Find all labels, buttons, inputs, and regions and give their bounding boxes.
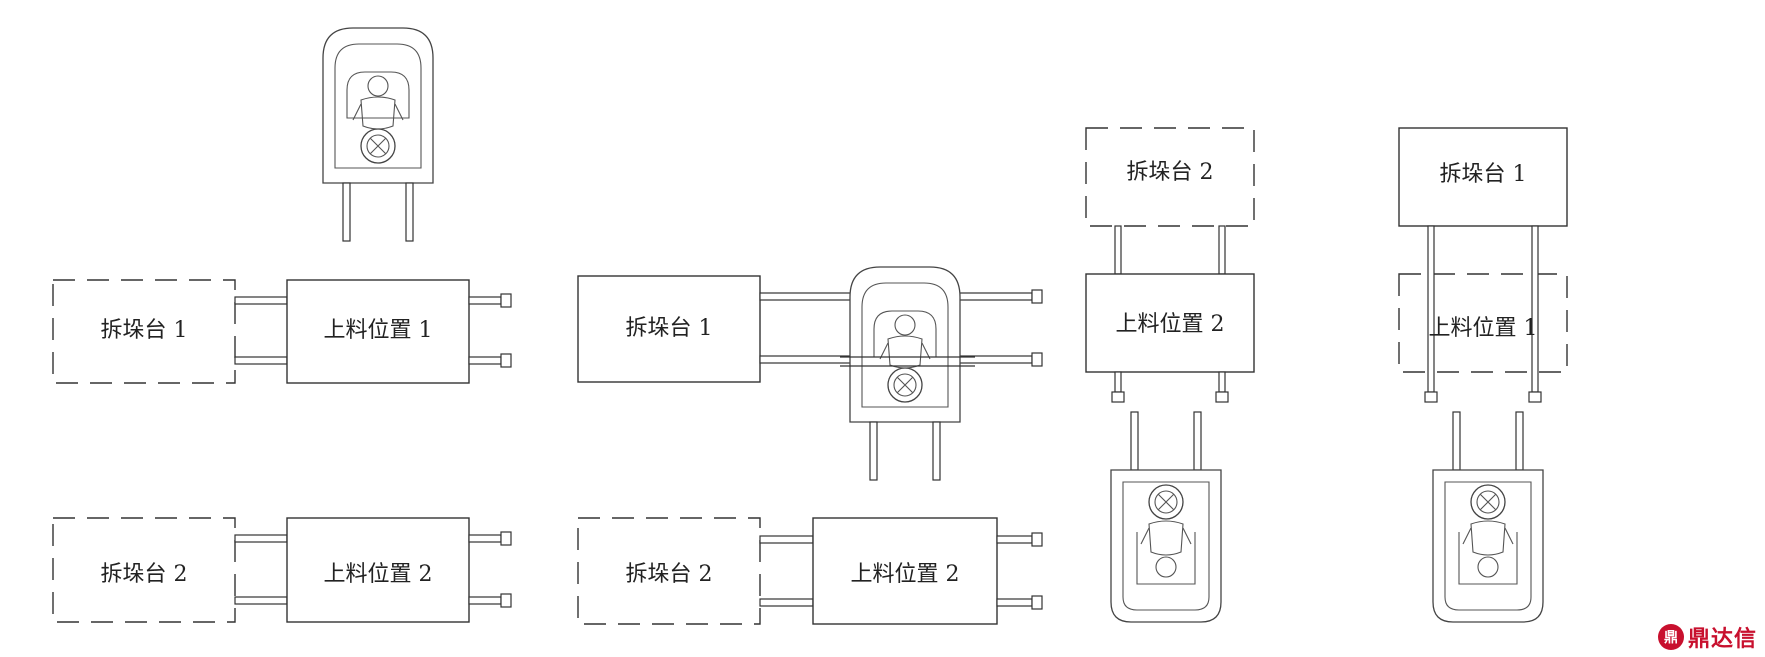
p4-label-loading-1: 上料位置 1	[1429, 316, 1538, 341]
p2-label-destack-1: 拆垛台 1	[626, 316, 713, 341]
p1-loading-pos-1	[286, 279, 470, 384]
p1-loading-pos-2	[286, 517, 470, 623]
p2-destack-table-1	[577, 275, 761, 383]
p3-label-loading-2: 上料位置 2	[1116, 312, 1225, 337]
watermark-logo: 鼎 鼎达信	[1657, 621, 1757, 653]
p2-destack-table-2	[577, 517, 761, 625]
p3-destack-table-2	[1085, 127, 1255, 227]
forklift-3	[1110, 411, 1222, 623]
p4-destack-table-1	[1398, 127, 1568, 227]
p3-loading-pos-2	[1085, 273, 1255, 373]
panel-2: 拆垛台 1 拆垛台 2 上料位置 2	[577, 266, 1043, 625]
forklift-1	[322, 27, 434, 242]
logo-mark-icon: 鼎	[1657, 624, 1684, 650]
p2-label-destack-2: 拆垛台 2	[626, 562, 713, 587]
panel-3: 拆垛台 2 上料位置 2	[1085, 127, 1255, 623]
p1-label-destack-2: 拆垛台 2	[101, 562, 188, 587]
p1-label-loading-1: 上料位置 1	[324, 318, 433, 343]
logo-text: 鼎达信	[1687, 627, 1757, 652]
forklift-2	[849, 266, 961, 481]
panel-1: 拆垛台 1 上料位置 1 拆垛台 2 上料位置 2	[52, 27, 512, 623]
p4-loading-pos-1	[1398, 273, 1568, 373]
p1-label-loading-2: 上料位置 2	[324, 562, 433, 587]
forklift-4	[1432, 411, 1544, 623]
p2-loading-pos-2	[812, 517, 998, 625]
p3-label-destack-2: 拆垛台 2	[1127, 160, 1214, 185]
p1-destack-table-1	[52, 279, 236, 384]
panel-4: 拆垛台 1 上料位置 1	[1398, 127, 1568, 623]
p4-label-destack-1: 拆垛台 1	[1440, 162, 1527, 187]
p1-destack-table-2	[52, 517, 236, 623]
p1-label-destack-1: 拆垛台 1	[101, 318, 188, 343]
p2-label-loading-2: 上料位置 2	[851, 562, 960, 587]
